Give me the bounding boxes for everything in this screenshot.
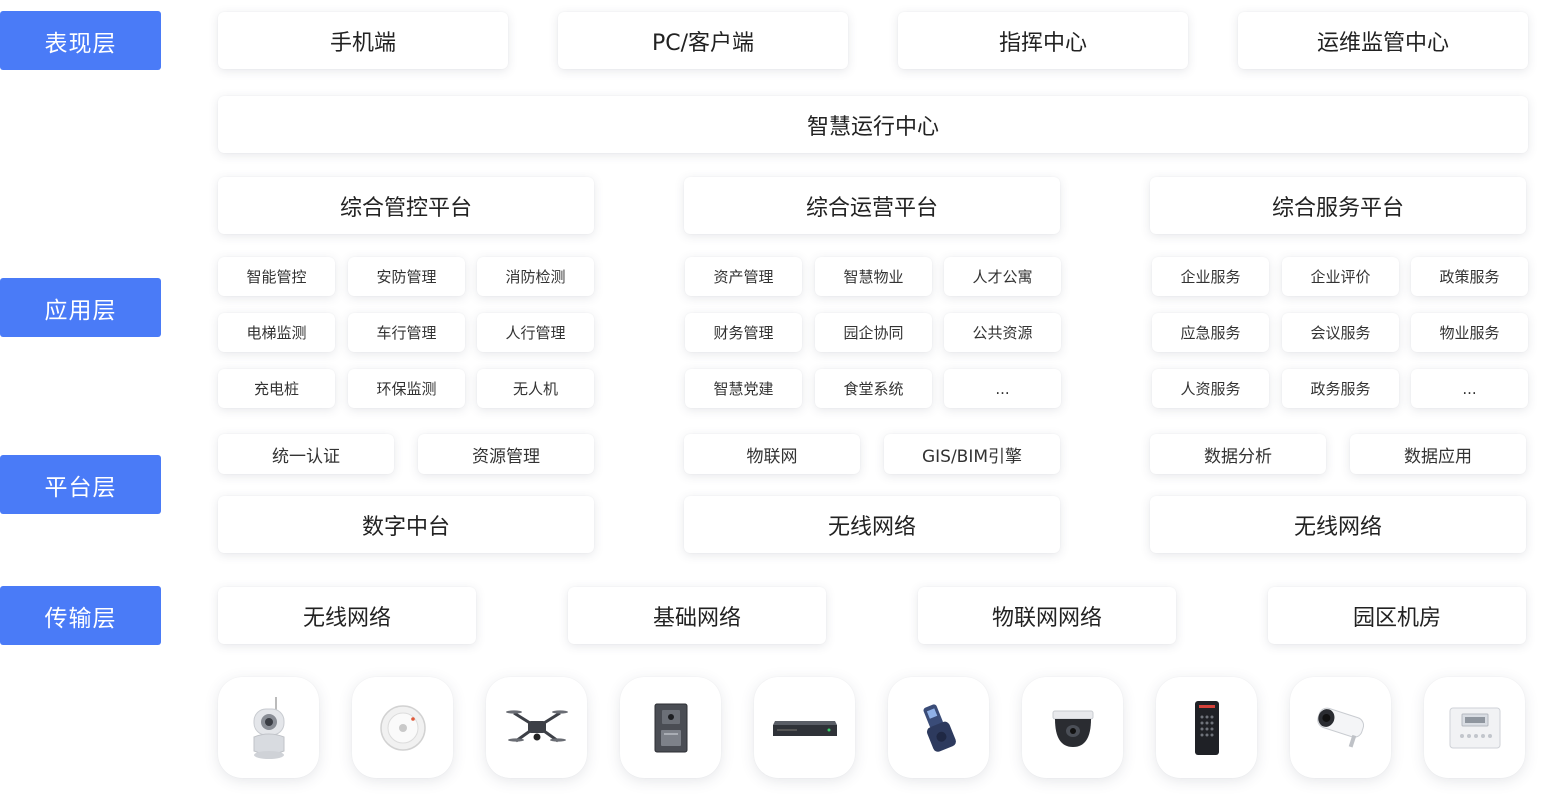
app-item: 企业服务 [1152,257,1269,296]
device-handheld-scanner [888,677,989,778]
smart-operation-center: 智慧运行中心 [218,96,1528,153]
app-item: 财务管理 [685,313,802,352]
platform-base-wireless: 无线网络 [684,496,1060,553]
app-item: 智慧物业 [815,257,932,296]
device-thermostat [1424,677,1525,778]
layer-label-transport: 传输层 [0,586,161,645]
presentation-ops-center: 运维监管中心 [1238,12,1528,69]
nvr-recorder-icon [771,715,839,741]
app-item: ... [1411,369,1528,408]
app-item: 企业评价 [1282,257,1399,296]
bullet-camera-icon [1310,703,1372,753]
access-keypad-icon [1192,699,1222,757]
device-wifi-camera [218,677,319,778]
platform-item: 数据应用 [1350,434,1526,474]
app-item: 消防检测 [477,257,594,296]
platform-title-operation: 综合运营平台 [684,177,1060,234]
platform-title-control: 综合管控平台 [218,177,594,234]
device-smoke-detector [352,677,453,778]
app-item: 园企协同 [815,313,932,352]
app-item: 电梯监测 [218,313,335,352]
device-door-intercom [620,677,721,778]
app-item: 资产管理 [685,257,802,296]
device-drone [486,677,587,778]
wifi-camera-icon [244,693,294,763]
app-item: 无人机 [477,369,594,408]
device-bullet-camera [1290,677,1391,778]
app-item: 智能管控 [218,257,335,296]
device-dome-camera [1022,677,1123,778]
platform-item: 统一认证 [218,434,394,474]
platform-item: 资源管理 [418,434,594,474]
app-item: 人行管理 [477,313,594,352]
app-item: 充电桩 [218,369,335,408]
app-item: 环保监测 [348,369,465,408]
layer-label-application: 应用层 [0,278,161,337]
transport-wireless-network: 无线网络 [218,587,476,644]
platform-item: 数据分析 [1150,434,1326,474]
app-item: 安防管理 [348,257,465,296]
layer-label-platform: 平台层 [0,455,161,514]
app-item: ... [944,369,1061,408]
app-item: 人才公寓 [944,257,1061,296]
drone-icon [505,703,568,753]
platform-base-wireless: 无线网络 [1150,496,1526,553]
platform-item: GIS/BIM引擎 [884,434,1060,474]
smoke-detector-icon [378,703,428,753]
app-item: 物业服务 [1411,313,1528,352]
transport-base-network: 基础网络 [568,587,826,644]
app-item: 车行管理 [348,313,465,352]
app-item: 食堂系统 [815,369,932,408]
presentation-pc-client: PC/客户端 [558,12,848,69]
app-item: 人资服务 [1152,369,1269,408]
door-intercom-icon [653,702,689,754]
app-item: 公共资源 [944,313,1061,352]
device-nvr-recorder [754,677,855,778]
handheld-scanner-icon [916,700,962,756]
dome-camera-icon [1050,703,1096,753]
layer-label-presentation: 表现层 [0,11,161,70]
platform-base-digital-middle: 数字中台 [218,496,594,553]
presentation-command-center: 指挥中心 [898,12,1188,69]
presentation-mobile: 手机端 [218,12,508,69]
app-item: 政务服务 [1282,369,1399,408]
app-item: 应急服务 [1152,313,1269,352]
transport-server-room: 园区机房 [1268,587,1526,644]
transport-iot-network: 物联网网络 [918,587,1176,644]
app-item: 智慧党建 [685,369,802,408]
app-item: 政策服务 [1411,257,1528,296]
thermostat-icon [1448,706,1502,750]
platform-title-service: 综合服务平台 [1150,177,1526,234]
platform-item: 物联网 [684,434,860,474]
app-item: 会议服务 [1282,313,1399,352]
device-access-keypad [1156,677,1257,778]
